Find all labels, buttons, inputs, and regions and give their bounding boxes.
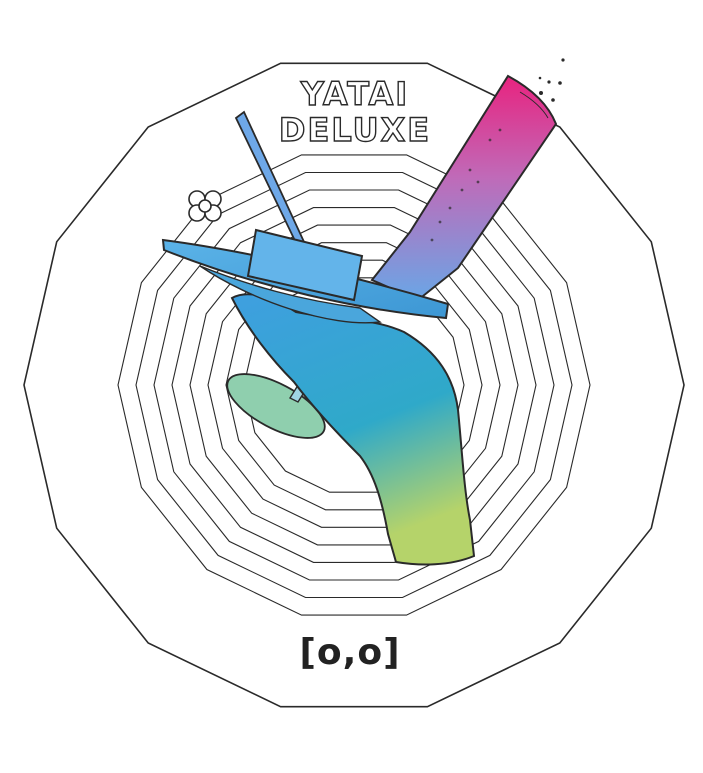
face-label: [o,o]: [299, 632, 401, 673]
bubbles: [538, 58, 565, 102]
flower-icon: [188, 190, 222, 222]
ring-2: [135, 171, 573, 599]
ring-1: [117, 154, 591, 616]
hand-illustration: [230, 293, 476, 566]
ring-0: [23, 62, 685, 708]
glass-bowl: [161, 228, 450, 324]
brand-name-line-2: DELUXE: [278, 111, 432, 149]
brand-name-line-1: YATAI: [300, 75, 410, 113]
concentric-rings: [23, 62, 685, 708]
